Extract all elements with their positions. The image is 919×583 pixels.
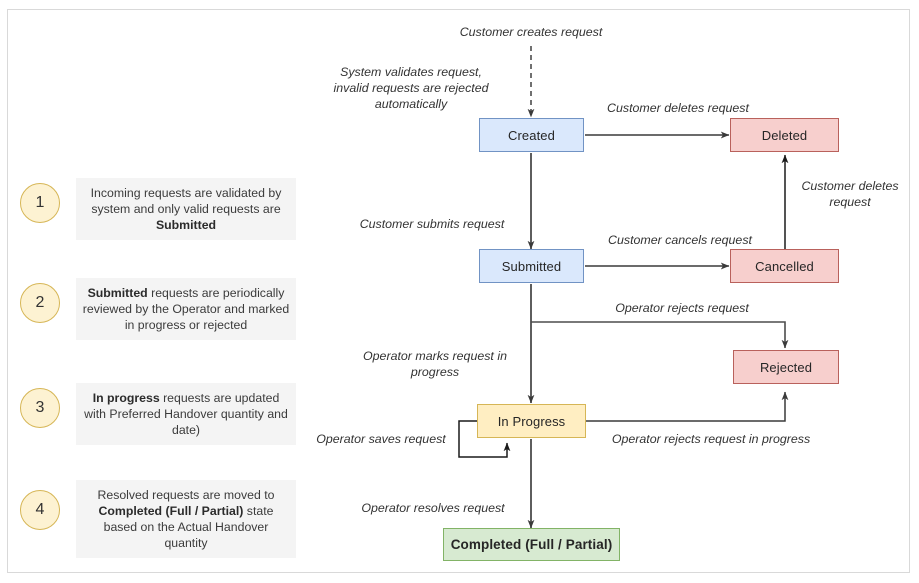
edge-label-system-validates-request: System validates request, invalid reques…	[333, 65, 489, 111]
edge-label-operator-resolves-request: Operator resolves request	[361, 501, 505, 515]
state-node-submitted[interactable]: Submitted	[479, 249, 584, 283]
edge-label-operator-rejects-request: Operator rejects request	[615, 301, 749, 315]
state-node-in-progress[interactable]: In Progress	[477, 404, 586, 438]
edge-label-operator-rejects-request-in-progress: Operator rejects request in progress	[611, 432, 811, 446]
edge-label-customer-deletes-request-cancelled: Customer deletes request	[801, 179, 899, 209]
legend-number-1: 1	[20, 183, 60, 223]
state-node-deleted[interactable]: Deleted	[730, 118, 839, 152]
edge-label-operator-saves-request: Operator saves request	[316, 432, 446, 446]
state-node-cancelled[interactable]: Cancelled	[730, 249, 839, 283]
edge-label-customer-cancels-request: Customer cancels request	[608, 233, 752, 247]
edge-label-operator-marks-request-in-progress: Operator marks request in progress	[363, 349, 507, 379]
edge-label-customer-deletes-request-created: Customer deletes request	[607, 101, 749, 115]
state-node-completed[interactable]: Completed (Full / Partial)	[443, 528, 620, 561]
legend-text-4: Resolved requests are moved to Completed…	[76, 480, 296, 558]
legend-number-3: 3	[20, 388, 60, 428]
edge-label-customer-submits-request: Customer submits request	[359, 217, 505, 231]
legend-text-2: Submitted requests are periodically revi…	[76, 278, 296, 340]
legend-text-1: Incoming requests are validated by syste…	[76, 178, 296, 240]
legend-number-4: 4	[20, 490, 60, 530]
legend-text-3: In progress requests are updated with Pr…	[76, 383, 296, 445]
legend-number-2: 2	[20, 283, 60, 323]
state-node-rejected[interactable]: Rejected	[733, 350, 839, 384]
edge-label-customer-creates-request: Customer creates request	[459, 25, 603, 39]
state-node-created[interactable]: Created	[479, 118, 584, 152]
